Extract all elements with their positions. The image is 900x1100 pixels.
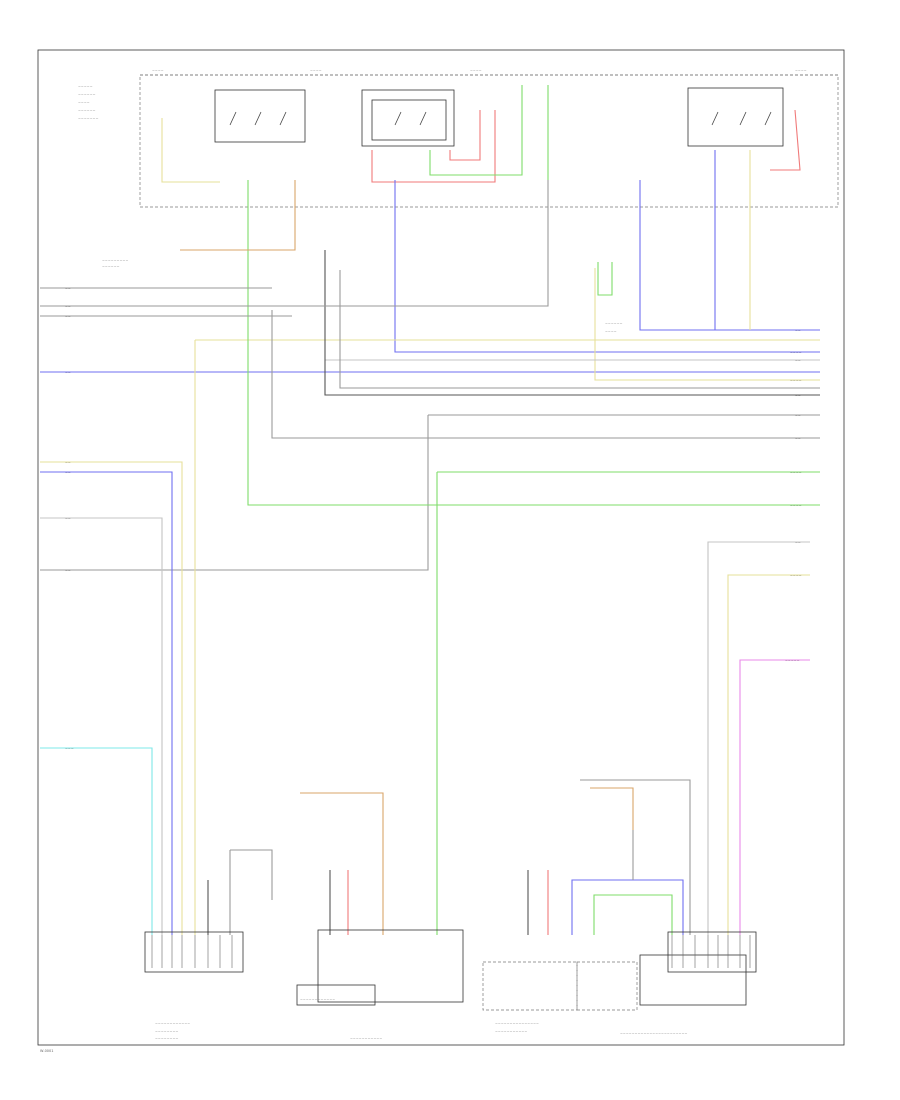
svg-text:~~~~~~: ~~~~~~ xyxy=(605,322,623,326)
svg-text:~~~~: ~~~~ xyxy=(78,101,90,105)
svg-text:~~: ~~ xyxy=(65,371,71,375)
component-labels: ~~~~~ ~~~~~~ ~~~~ ~~~~~~ ~~~~~~~ ~~~~~~~… xyxy=(78,85,688,1041)
relay-box-3 xyxy=(687,87,784,147)
diagram-ref: W-0001 xyxy=(40,1049,54,1053)
svg-text:~~~~~~~~~~~~~~~~~~~~~~~: ~~~~~~~~~~~~~~~~~~~~~~~ xyxy=(620,1032,688,1036)
svg-text:~~: ~~ xyxy=(65,461,71,465)
svg-text:~~~~~~~~~~~~: ~~~~~~~~~~~~ xyxy=(300,998,335,1002)
wires xyxy=(40,85,820,935)
svg-text:~~: ~~ xyxy=(65,315,71,319)
connector-blocks xyxy=(144,929,757,1011)
svg-text:~~~~~~~~~~~: ~~~~~~~~~~~ xyxy=(495,1030,527,1034)
fuse-labels: ~~~~ ~~~~ ~~~~ ~~~~ xyxy=(152,69,807,73)
svg-text:~~: ~~ xyxy=(795,359,801,363)
svg-text:~~~~~~: ~~~~~~ xyxy=(78,93,96,97)
svg-text:~~~~: ~~~~ xyxy=(310,69,322,73)
svg-text:~~: ~~ xyxy=(795,541,801,545)
svg-text:~~: ~~ xyxy=(65,305,71,309)
svg-text:~~: ~~ xyxy=(795,329,801,333)
svg-text:~~~~: ~~~~ xyxy=(795,69,807,73)
svg-text:~~~~: ~~~~ xyxy=(605,330,617,334)
svg-text:~~~~~~~~~~~~: ~~~~~~~~~~~~ xyxy=(155,1022,190,1026)
svg-text:~~~~~: ~~~~~ xyxy=(785,659,800,663)
fuse-box-area xyxy=(139,74,839,208)
svg-text:~~~~: ~~~~ xyxy=(790,351,802,355)
svg-text:~~~~: ~~~~ xyxy=(790,471,802,475)
svg-text:~~~~: ~~~~ xyxy=(152,69,164,73)
svg-text:~~: ~~ xyxy=(795,394,801,398)
relay-box-1 xyxy=(214,89,306,143)
svg-text:~~~~~: ~~~~~ xyxy=(78,85,93,89)
svg-text:~~: ~~ xyxy=(65,471,71,475)
svg-text:~~: ~~ xyxy=(65,287,71,291)
connector-pins xyxy=(151,935,751,968)
svg-text:~~~~~~~~: ~~~~~~~~ xyxy=(155,1037,179,1041)
svg-text:~~: ~~ xyxy=(795,414,801,418)
svg-text:~~~~~~~: ~~~~~~~ xyxy=(78,117,99,121)
svg-text:~~~~~~~~~~~~~~~: ~~~~~~~~~~~~~~~ xyxy=(495,1022,539,1026)
svg-text:~~~~: ~~~~ xyxy=(790,574,802,578)
svg-text:~~~: ~~~ xyxy=(65,747,74,751)
relay-box-2-inner xyxy=(371,99,447,141)
relay-switches xyxy=(229,111,772,126)
svg-text:~~~~~~~~~~~: ~~~~~~~~~~~ xyxy=(350,1037,382,1041)
svg-text:~~~~~~~~: ~~~~~~~~ xyxy=(155,1030,179,1034)
relay-box-2 xyxy=(361,89,455,147)
svg-text:~~~~: ~~~~ xyxy=(790,504,802,508)
svg-text:~~: ~~ xyxy=(795,437,801,441)
svg-text:~~~~~~: ~~~~~~ xyxy=(78,109,96,113)
wire-labels: ~~ ~~~~ ~~ ~~~~ ~~ ~~ ~~ ~~~~ ~~~~ ~~ ~~… xyxy=(65,287,802,751)
svg-text:~~: ~~ xyxy=(65,517,71,521)
svg-text:~~~~~~: ~~~~~~ xyxy=(102,265,120,269)
svg-text:~~~~~~~~~: ~~~~~~~~~ xyxy=(102,259,128,263)
svg-text:~~: ~~ xyxy=(65,569,71,573)
svg-text:~~~~: ~~~~ xyxy=(470,69,482,73)
svg-text:~~~~: ~~~~ xyxy=(790,379,802,383)
diagram-border xyxy=(37,49,845,1046)
